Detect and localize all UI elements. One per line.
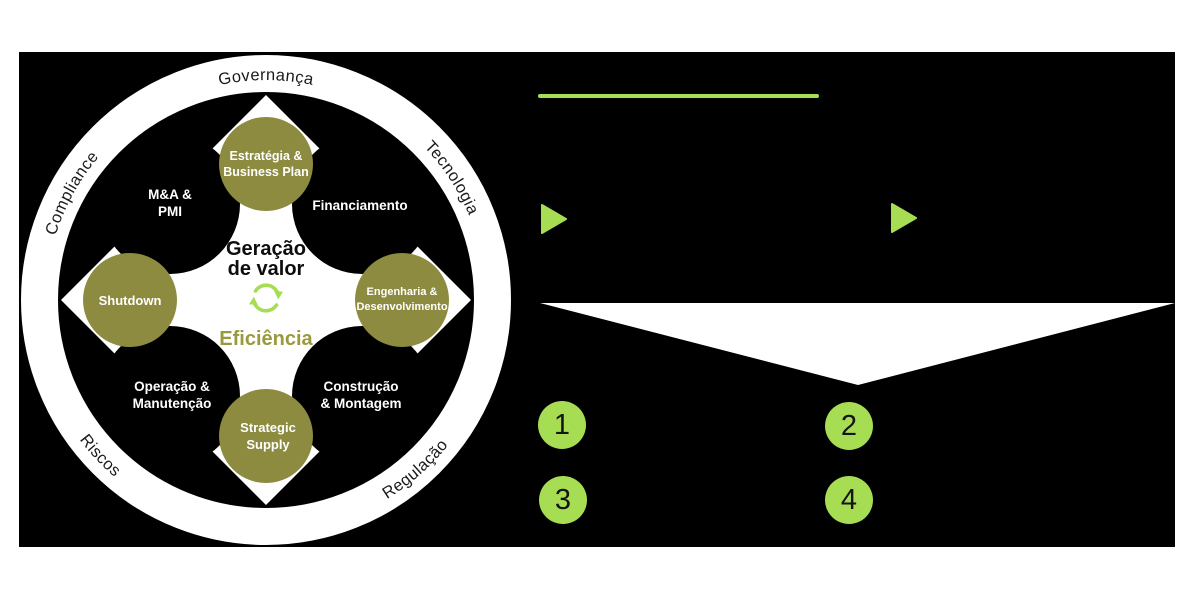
segment-label-mea-pmi: M&A & PMI (148, 187, 192, 219)
divider-down-arrow (540, 303, 1175, 385)
step-badge-1: 1 (538, 401, 586, 449)
wheel-bite-ne (292, 134, 432, 274)
segment-label-construcao: Construção & Montagem (320, 379, 402, 411)
node-circle-shutdown (83, 253, 177, 347)
diagram-vector-layer: Compliance Governança Tecnologia Riscos … (21, 55, 1175, 545)
wheel-center-title: Geração de valor (225, 238, 307, 280)
node-label-strategic: Strategic Supply (240, 420, 296, 452)
step-badge-4: 4 (825, 476, 873, 524)
wheel-bite-nw (100, 134, 240, 274)
node-label-shutdown: Shutdown (98, 292, 162, 308)
node-circle-estrategia (219, 117, 313, 211)
bullet-arrow-icon-2 (891, 203, 917, 233)
wheel-ring (21, 55, 511, 545)
slide-canvas: Compliance Governança Tecnologia Riscos … (19, 52, 1175, 547)
title-underline-rule (538, 94, 819, 98)
step-badge-2: 2 (825, 402, 873, 450)
wheel-center-subtitle: Eficiência (219, 327, 313, 350)
ring-label-governanca: Governança (217, 66, 316, 89)
node-label-estrategia: Estratégia & Business Plan (223, 149, 309, 179)
segment-label-operacao: Operação & Manutenção (132, 379, 212, 411)
bullet-arrow-icon-1 (541, 204, 567, 234)
node-circle-engenharia (355, 253, 449, 347)
node-label-engenharia: Engenharia & Desenvolvimento (356, 286, 448, 313)
segment-label-financiamento: Financiamento (312, 197, 408, 213)
cycle-refresh-icon (249, 283, 283, 313)
wheel-bite-se (292, 326, 432, 466)
wheel-bite-sw (100, 326, 240, 466)
node-circle-strategic (219, 389, 313, 483)
step-badge-3: 3 (539, 476, 587, 524)
